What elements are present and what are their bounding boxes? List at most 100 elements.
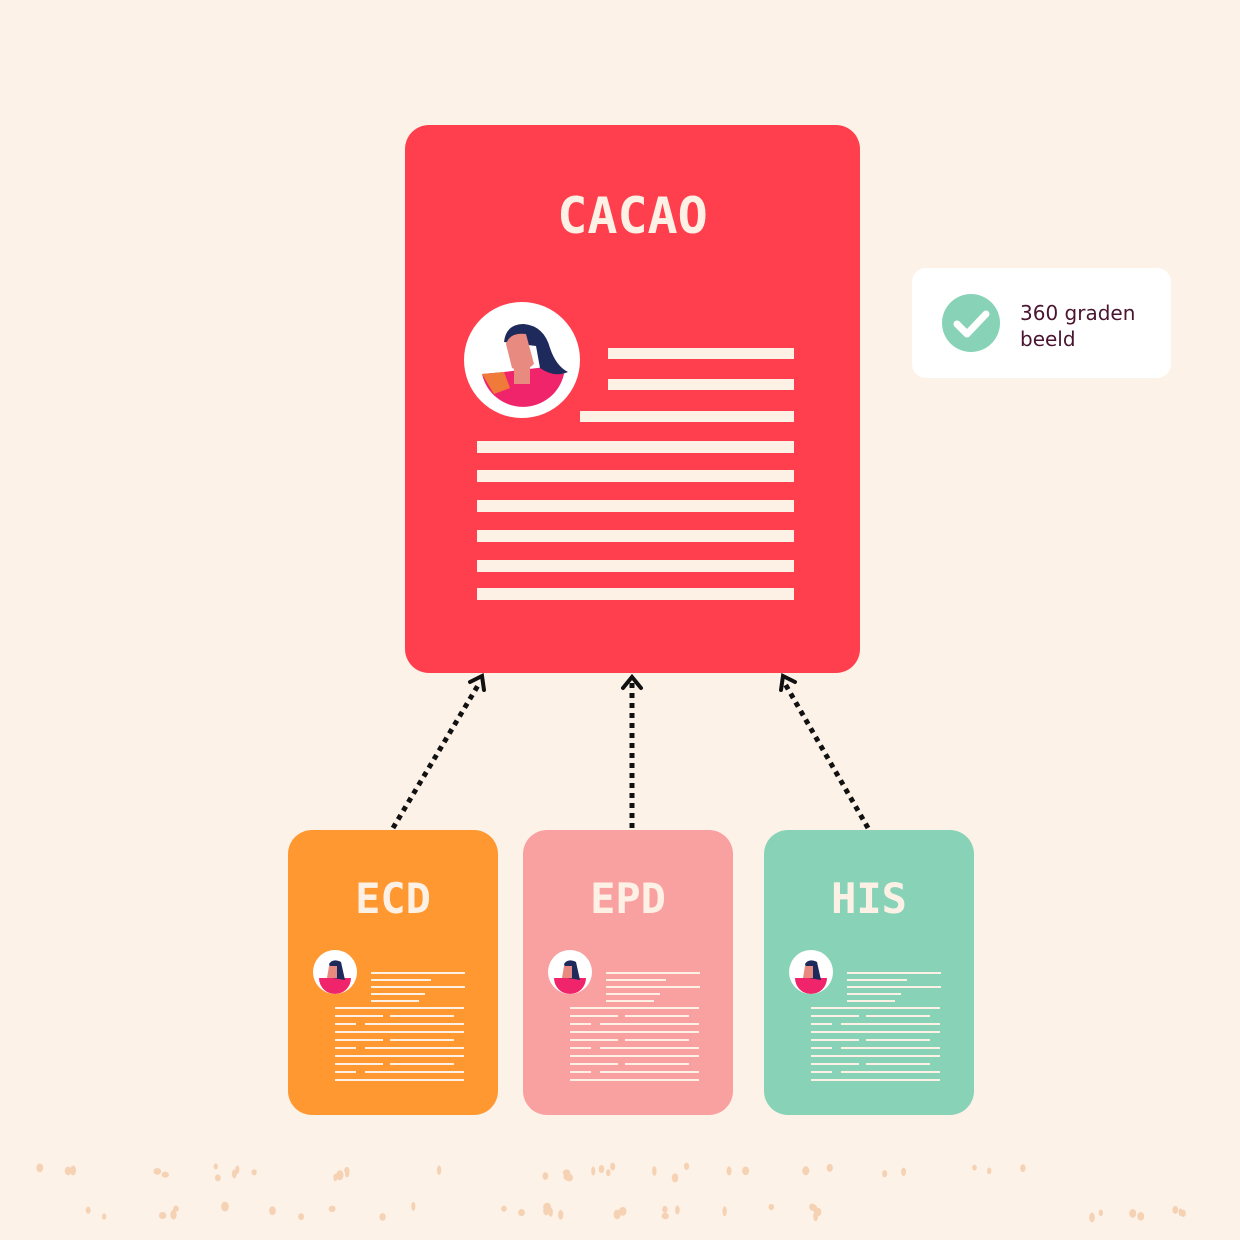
decorative-dot	[269, 1206, 276, 1216]
decorative-dot	[298, 1213, 305, 1221]
decorative-dot	[901, 1167, 907, 1177]
text-line	[570, 1023, 591, 1025]
decorative-dot	[213, 1163, 218, 1170]
decorative-dot	[558, 1210, 564, 1220]
decorative-dot	[661, 1212, 669, 1220]
text-line	[335, 1023, 356, 1025]
epd-document-card: EPD	[523, 830, 733, 1115]
decorative-dot	[379, 1213, 386, 1221]
decorative-dot	[1089, 1212, 1095, 1223]
cacao-document-card: CACAO	[405, 125, 860, 673]
text-line	[477, 530, 794, 542]
text-line	[371, 993, 425, 995]
decorative-dot	[742, 1166, 750, 1176]
decorative-dot	[768, 1203, 775, 1211]
text-line	[866, 1063, 930, 1065]
decorative-dot	[1098, 1209, 1104, 1217]
text-line	[365, 1071, 464, 1073]
text-line	[365, 1047, 464, 1049]
text-line	[371, 1000, 419, 1002]
decorative-dot	[1129, 1209, 1137, 1218]
text-line	[570, 1007, 699, 1009]
decorative-dot	[170, 1209, 177, 1220]
text-line	[847, 986, 941, 988]
person-illustration-icon	[482, 324, 568, 407]
decorative-dot	[683, 1162, 690, 1171]
text-line	[335, 1055, 464, 1057]
decorative-dot	[1172, 1205, 1179, 1214]
text-line	[625, 1063, 689, 1065]
decorative-dot	[153, 1167, 162, 1175]
decorative-dot	[606, 1169, 611, 1177]
decorative-dot	[610, 1162, 616, 1171]
text-line	[477, 441, 794, 453]
decorative-dot	[161, 1171, 169, 1178]
his-document-card: HIS	[764, 830, 974, 1115]
text-line	[811, 1015, 859, 1017]
text-line	[600, 1071, 699, 1073]
text-line	[600, 1023, 699, 1025]
text-line	[570, 1063, 618, 1065]
text-line	[365, 1023, 464, 1025]
text-line	[811, 1055, 940, 1057]
text-line	[477, 588, 794, 600]
decorative-dot	[1137, 1212, 1145, 1221]
person-illustration-icon	[319, 960, 351, 994]
text-line	[570, 1015, 618, 1017]
text-line	[600, 1047, 699, 1049]
decorative-dot	[251, 1169, 257, 1176]
decorative-dot	[618, 1206, 627, 1216]
badge-line1: 360 graden	[1020, 301, 1136, 325]
decorative-dot	[344, 1168, 350, 1178]
decorative-dot	[671, 1173, 679, 1183]
text-line	[841, 1071, 940, 1073]
text-line	[335, 1071, 356, 1073]
text-line	[811, 1039, 859, 1041]
text-line	[335, 1047, 356, 1049]
text-line	[390, 1063, 454, 1065]
decorative-dot	[675, 1205, 680, 1215]
avatar	[548, 950, 592, 994]
decorative-dot	[214, 1174, 221, 1182]
text-line	[606, 1000, 654, 1002]
text-line	[371, 986, 465, 988]
text-line	[625, 1015, 689, 1017]
text-line	[811, 1023, 832, 1025]
decorative-dot	[231, 1169, 237, 1179]
decorative-dot	[613, 1209, 621, 1220]
decorative-dot	[501, 1205, 507, 1212]
text-line	[570, 1039, 618, 1041]
text-line	[811, 1031, 940, 1033]
text-line	[335, 1063, 383, 1065]
text-line	[570, 1079, 699, 1081]
decorative-dot	[158, 1211, 167, 1220]
decorative-dot	[221, 1201, 229, 1212]
text-line	[811, 1047, 832, 1049]
text-line	[335, 1031, 464, 1033]
ecd-document-card: ECD	[288, 830, 498, 1115]
text-line	[625, 1039, 689, 1041]
badge-line2: beeld	[1020, 327, 1076, 351]
text-line	[371, 979, 431, 981]
decorative-dot	[36, 1163, 44, 1173]
text-line	[570, 1047, 591, 1049]
avatar	[789, 950, 833, 994]
decorative-dot	[518, 1209, 525, 1217]
text-line	[570, 1071, 591, 1073]
text-line	[477, 560, 794, 572]
ecd-arrow-line	[390, 680, 483, 830]
text-line	[335, 1007, 464, 1009]
decorative-dot	[1020, 1164, 1026, 1172]
text-line	[606, 986, 700, 988]
ecd-title: ECD	[355, 874, 431, 923]
text-line	[811, 1071, 832, 1073]
text-line	[811, 1079, 940, 1081]
decorative-dot	[802, 1166, 810, 1176]
text-line	[390, 1039, 454, 1041]
decorative-dot	[652, 1166, 657, 1176]
text-line	[847, 979, 907, 981]
decorative-dot	[722, 1206, 727, 1217]
decorative-dot	[591, 1166, 596, 1176]
text-line	[847, 993, 901, 995]
